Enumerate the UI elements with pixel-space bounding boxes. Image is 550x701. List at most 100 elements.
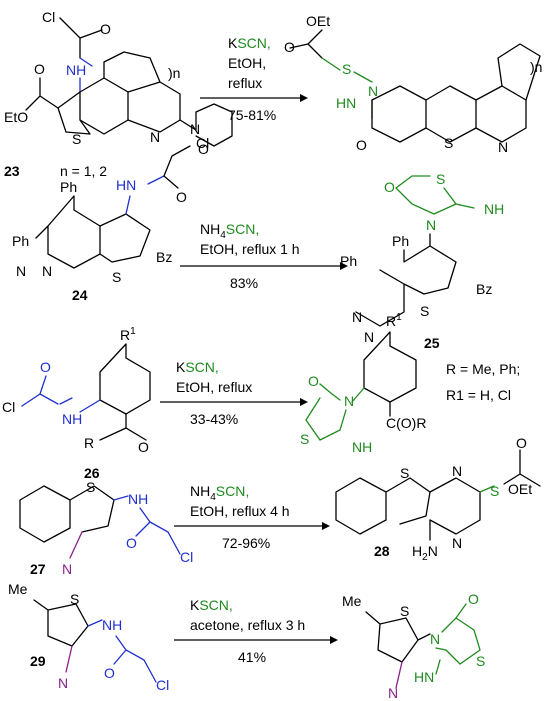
reaction-yield-4: 72-96% xyxy=(222,535,270,551)
reaction-arrow-1: KSCN, EtOH, reflux 75-81% xyxy=(200,35,308,123)
chlorine-5: Cl xyxy=(156,677,169,693)
reagent-nh4scn-4: NH4SCN, xyxy=(190,483,249,503)
ester-oet-2: OEt xyxy=(508,481,532,497)
compound-label-25: 25 xyxy=(424,335,440,351)
substituent-r1: R1 = H, Cl xyxy=(446,387,511,403)
phenyl-group-3: Ph xyxy=(392,233,409,249)
r-group: R xyxy=(84,435,94,451)
reagent-ksCN: KSCN, xyxy=(228,35,271,51)
substituent-r: R = Me, Ph; xyxy=(446,361,520,377)
reaction-4: S NH O Cl N 27 NH4SCN, EtOH, reflux 4 h … xyxy=(19,435,541,577)
thiophene-s-5: S xyxy=(86,479,95,495)
pyrimidine-n: N xyxy=(368,83,378,99)
carbonyl-o: O xyxy=(356,137,367,153)
methyl-group-2: Me xyxy=(342,593,362,609)
amide-o: O xyxy=(176,189,187,205)
product-1: OEt O S N HN O S N )n xyxy=(284,13,542,155)
thiazolidinone-s-3: S xyxy=(476,653,485,669)
product-5: Me S N O S HN N xyxy=(342,591,485,701)
thiophene-s-3: S xyxy=(112,269,121,285)
imine-nh: NH xyxy=(484,201,504,217)
imine-hn: HN xyxy=(414,669,434,685)
ester-oxygen: O xyxy=(34,61,45,77)
compound-label-27: 27 xyxy=(30,561,46,577)
pyridazine-n3: N xyxy=(352,309,362,325)
ester-o-2: O xyxy=(516,435,527,451)
benzoyl-group-2: Bz xyxy=(476,281,492,297)
reaction-3: R1 Cl O NH R O 26 KSCN, EtOH, reflux 33-… xyxy=(2,312,520,481)
reaction-arrow-5: KSCN, acetone, reflux 3 h 41% xyxy=(174,597,338,665)
thiophene-s-8: S xyxy=(400,603,409,619)
pyridine-n: N xyxy=(150,129,160,145)
reagent-condition-2: EtOH, reflux 1 h xyxy=(200,241,300,257)
thioether-s: S xyxy=(342,61,351,77)
reaction-yield-5: 41% xyxy=(238,649,266,665)
compound-24: Ph Ph N N S Bz HN O Cl 24 xyxy=(12,135,209,303)
reaction-5: Me S NH O Cl N 29 KSCN, acetone, reflux … xyxy=(8,581,485,701)
ethoxy-group: EtO xyxy=(4,109,28,125)
nitrile-n-3: N xyxy=(388,685,398,701)
reagent-condition-4: EtOH, reflux 4 h xyxy=(190,503,290,519)
chlorine-atom: Cl xyxy=(42,9,55,25)
nitrile-n: N xyxy=(62,561,72,577)
thiophene-s-4: S xyxy=(420,303,429,319)
thiophene-s-2: S xyxy=(444,135,453,151)
phenyl-group: Ph xyxy=(60,179,77,195)
thiophene-s-7: S xyxy=(70,591,79,607)
compound-26: R1 Cl O NH R O 26 xyxy=(2,326,151,481)
compound-label-29: 29 xyxy=(30,653,46,669)
reaction-yield-3: 33-43% xyxy=(190,411,238,427)
reagent-nh4scn: NH4SCN, xyxy=(200,221,259,241)
morpholine-o: O xyxy=(198,141,209,157)
reaction-2: Ph Ph N N S Bz HN O Cl 24 NH4SCN, EtOH, … xyxy=(12,135,504,351)
reaction-arrow-4: NH4SCN, EtOH, reflux 4 h 72-96% xyxy=(174,483,330,551)
phenyl-group-4: Ph xyxy=(340,253,357,269)
pyridine-n-2: N xyxy=(498,139,508,155)
compound-label-26: 26 xyxy=(84,465,100,481)
compound-23: Cl O NH )n S N O EtO N O 23 n = 1, 2 xyxy=(4,9,233,179)
thiophene-s-6: S xyxy=(400,465,409,481)
imine-nh-2: NH xyxy=(352,439,372,455)
thiazolidinone-n-2: N xyxy=(344,393,354,409)
chlorine-4: Cl xyxy=(180,549,193,565)
reaction-yield-2: 83% xyxy=(230,275,258,291)
ketone-o: O xyxy=(138,439,149,455)
amide-o-4: O xyxy=(104,665,115,681)
compound-label-28: 28 xyxy=(374,543,390,559)
chlorine-2: Cl xyxy=(196,135,209,151)
pyridazine-n4: N xyxy=(364,329,374,345)
methyl-group: Me xyxy=(8,581,28,597)
ring-size-n: )n xyxy=(168,65,180,81)
thiazolidinone-o: O xyxy=(384,179,395,195)
reagent-condition: reflux xyxy=(228,75,262,91)
compound-28: S N N S O OEt H2N 28 xyxy=(335,435,541,563)
r1-substituent: R1 xyxy=(120,326,136,343)
ring-size-note: n = 1, 2 xyxy=(60,163,107,179)
amide-nh: NH xyxy=(66,62,86,78)
thioether-s-2: S xyxy=(490,483,499,499)
amide-o-2: O xyxy=(40,359,51,375)
compound-27: S NH O Cl N 27 xyxy=(19,479,193,577)
reagent-condition-3: EtOH, reflux xyxy=(176,379,252,395)
chlorine-3: Cl xyxy=(2,399,15,415)
compound-label-24: 24 xyxy=(72,287,88,303)
reaction-yield: 75-81% xyxy=(228,107,276,123)
pyridazine-n2: N xyxy=(42,263,52,279)
ester-oet: OEt xyxy=(306,13,330,29)
amide-hn: HN xyxy=(116,177,136,193)
reaction-1: Cl O NH )n S N O EtO N O 23 n = 1, 2 KSC… xyxy=(4,9,542,179)
reagent-kscn-5: KSCN, xyxy=(190,597,233,613)
thiophene-s: S xyxy=(72,131,81,147)
benzoyl-group: Bz xyxy=(156,249,172,265)
compound-29: Me S NH O Cl N 29 xyxy=(8,581,169,693)
thiazolidinone-n: N xyxy=(426,217,436,233)
acyl-group: C(O)R xyxy=(386,415,426,431)
reaction-arrow-3: KSCN, EtOH, reflux 33-43% xyxy=(160,359,308,427)
amide-nh-2: NH xyxy=(62,411,82,427)
morpholine-n: N xyxy=(190,121,200,137)
reagent-kscn-3: KSCN, xyxy=(176,359,219,375)
nitrile-n-2: N xyxy=(58,675,68,691)
ring-size-n-2: )n xyxy=(530,59,542,75)
r1-substituent-2: R1 xyxy=(386,312,402,329)
